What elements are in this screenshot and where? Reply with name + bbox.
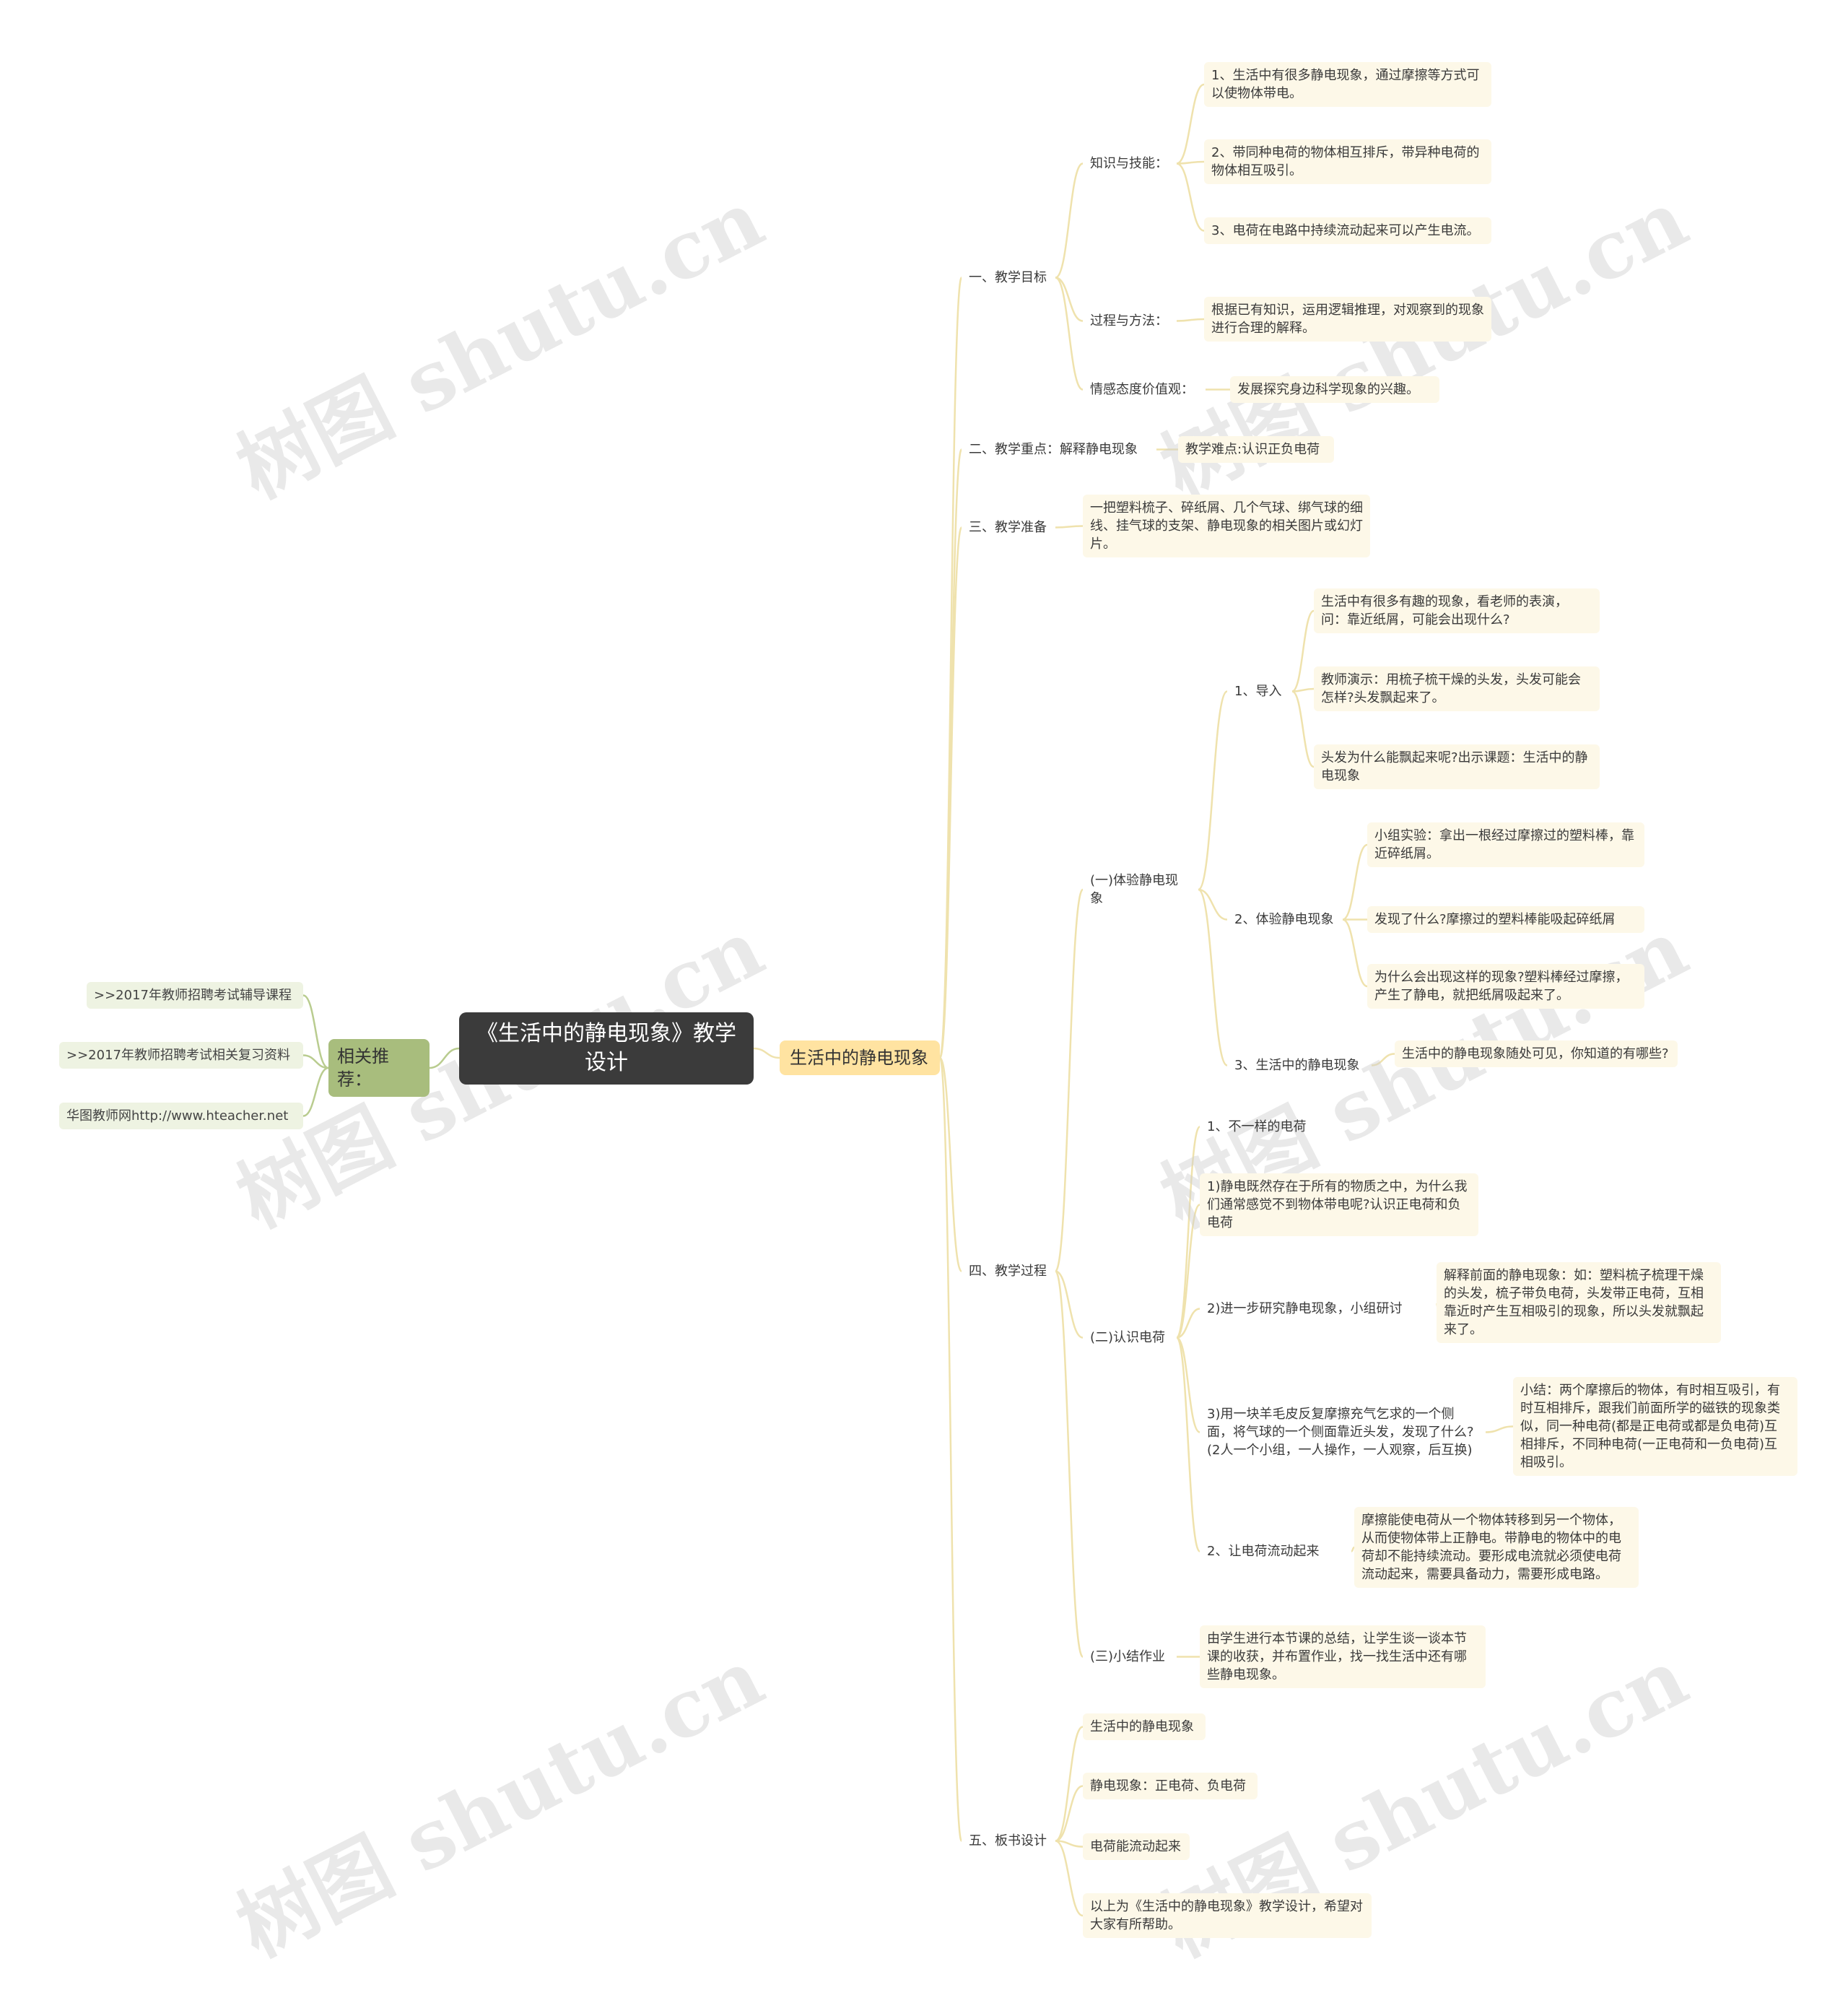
- charge-step[interactable]: 3)用一块羊毛皮反复摩擦充气乞求的一个侧面，将气球的一个侧面靠近头发，发现了什么…: [1207, 1407, 1474, 1458]
- step-intro[interactable]: 1、导入: [1234, 684, 1282, 699]
- connector-line: [302, 994, 329, 1069]
- charge-detail[interactable]: 摩擦能使电荷从一个物体转移到另一个物体，从而使物体带上正静电。带静电的物体中的电…: [1354, 1507, 1639, 1588]
- connector-line: [1197, 690, 1229, 891]
- section-preparation[interactable]: 三、教学准备: [969, 520, 1047, 535]
- connector-line: [1055, 1785, 1084, 1842]
- emotion-item[interactable]: 发展探究身边科学现象的兴趣。: [1230, 376, 1439, 403]
- charge-detail[interactable]: 解释前面的静电现象：如：塑料梳子梳理干燥的头发，梳子带负电荷，头发带正电荷，互相…: [1437, 1262, 1721, 1343]
- connector-line: [1291, 609, 1315, 692]
- connector-line: [1055, 525, 1084, 529]
- process-item[interactable]: 根据已有知识，运用逻辑推理，对观察到的现象进行合理的解释。: [1204, 297, 1491, 342]
- charge-step[interactable]: 1)静电既然存在于所有的物质之中，为什么我们通常感觉不到物体带电呢?认识正电荷和…: [1200, 1173, 1478, 1236]
- recommend-link[interactable]: 华图教师网http://www.hteacher.net: [59, 1103, 303, 1129]
- connector-line: [938, 1056, 963, 1272]
- connector-line: [1055, 1270, 1084, 1339]
- connector-line: [302, 1054, 329, 1069]
- intro-item[interactable]: 教师演示：用梳子梳干燥的头发，头发可能会怎样?头发飘起来了。: [1314, 666, 1600, 711]
- charge-step[interactable]: 2、让电荷流动起来: [1207, 1544, 1320, 1559]
- connector-line: [1176, 160, 1205, 165]
- connector-line: [1291, 687, 1315, 692]
- goal-emotion[interactable]: 情感态度价值观：: [1090, 382, 1194, 397]
- connector-line: [1054, 1270, 1084, 1658]
- connector-line: [1176, 162, 1205, 232]
- connector-line: [1055, 162, 1084, 279]
- board-item[interactable]: 电荷能流动起来: [1083, 1833, 1190, 1860]
- board-item[interactable]: 生活中的静电现象: [1083, 1713, 1206, 1740]
- connector-line: [1342, 843, 1368, 921]
- board-item[interactable]: 静电现象：正电荷、负电荷: [1083, 1773, 1258, 1799]
- goal-knowledge[interactable]: 知识与技能：: [1090, 156, 1168, 171]
- connector-line: [1055, 1840, 1084, 1917]
- knowledge-item[interactable]: 2、带同种电荷的物体相互排斥，带异种电荷的物体相互吸引。: [1204, 139, 1491, 184]
- connector-line: [1175, 1126, 1201, 1339]
- section-process[interactable]: 四、教学过程: [969, 1264, 1047, 1279]
- experience-item[interactable]: 为什么会出现这样的现象?塑料棒经过摩擦，产生了静电，就把纸屑吸起来了。: [1367, 964, 1644, 1009]
- connector-line: [1176, 1308, 1200, 1339]
- root-node[interactable]: 《生活中的静电现象》教学设计: [459, 1012, 754, 1085]
- knowledge-item[interactable]: 1、生活中有很多静电现象，通过摩擦等方式可以使物体带电。: [1204, 62, 1491, 107]
- connector-line: [938, 526, 963, 1059]
- connector-line: [1055, 277, 1084, 391]
- preparation-item[interactable]: 一把塑料梳子、碎纸屑、几个气球、绑气球的细线、挂气球的支架、静电现象的相关图片或…: [1083, 495, 1370, 557]
- phase-summary[interactable]: (三)小结作业: [1090, 1649, 1166, 1664]
- connector-line: [302, 1066, 329, 1117]
- connector-line: [1351, 1546, 1355, 1552]
- connector-line: [1175, 1337, 1201, 1552]
- connector-line: [1055, 277, 1084, 322]
- main-topic-node[interactable]: 生活中的静电现象: [780, 1040, 940, 1075]
- connector-line: [1485, 1425, 1514, 1433]
- experience-item[interactable]: 发现了什么?摩擦过的塑料棒能吸起碎纸屑: [1367, 906, 1644, 933]
- connector-line: [1198, 888, 1228, 1066]
- life-item[interactable]: 生活中的静电现象随处可见，你知道的有哪些?: [1395, 1040, 1678, 1067]
- connector-line: [938, 277, 963, 1059]
- section-board[interactable]: 五、板书设计: [969, 1833, 1047, 1848]
- section-goals[interactable]: 一、教学目标: [969, 270, 1047, 285]
- summary-item[interactable]: 由学生进行本节课的总结，让学生谈一谈本节课的收获，并布置作业，找一找生活中还有哪…: [1200, 1625, 1486, 1688]
- charge-detail[interactable]: 小结：两个摩擦后的物体，有时相互吸引，有时互相排斥，跟我们前面所学的磁铁的现象类…: [1513, 1377, 1797, 1476]
- step-life[interactable]: 3、生活中的静电现象: [1234, 1058, 1360, 1073]
- knowledge-item[interactable]: 3、电荷在电路中持续流动起来可以产生电流。: [1204, 217, 1491, 244]
- connector-line: [1371, 1053, 1395, 1066]
- connector-line: [1176, 318, 1205, 322]
- goal-process[interactable]: 过程与方法：: [1090, 313, 1168, 329]
- phase-experience[interactable]: (一)体验静电现象: [1090, 873, 1179, 906]
- connector-line: [938, 1056, 963, 1842]
- section-keypoint[interactable]: 二、教学重点：解释静电现象: [969, 442, 1138, 457]
- connector-line: [1198, 888, 1228, 921]
- experience-item[interactable]: 小组实验：拿出一根经过摩擦过的塑料棒，靠近碎纸屑。: [1367, 822, 1644, 867]
- recommend-link[interactable]: >>2017年教师招聘考试辅导课程: [87, 982, 303, 1009]
- recommend-link[interactable]: >>2017年教师招聘考试相关复习资料: [59, 1042, 303, 1069]
- difficulty-item[interactable]: 教学难点:认识正负电荷: [1178, 436, 1334, 463]
- step-experience[interactable]: 2、体验静电现象: [1234, 912, 1334, 927]
- charge-step[interactable]: 2)进一步研究静电现象，小组研讨: [1207, 1301, 1403, 1316]
- charge-step[interactable]: 1、不一样的电荷: [1207, 1119, 1307, 1134]
- connector-line: [1055, 1840, 1084, 1848]
- connector-line: [1055, 1726, 1084, 1842]
- phase-charges[interactable]: (二)认识电荷: [1090, 1330, 1166, 1345]
- connector-line: [1342, 918, 1368, 988]
- connector-line: [1176, 1337, 1200, 1433]
- recommend-node[interactable]: 相关推荐：: [328, 1039, 430, 1097]
- connector-line: [1175, 1204, 1201, 1339]
- intro-item[interactable]: 生活中有很多有趣的现象，看老师的表演，问：靠近纸屑，可能会出现什么?: [1314, 588, 1600, 633]
- connector-line: [429, 1047, 460, 1069]
- intro-item[interactable]: 头发为什么能飘起来呢?出示课题：生活中的静电现象: [1314, 744, 1600, 789]
- connector-line: [1054, 888, 1084, 1272]
- board-item[interactable]: 以上为《生活中的静电现象》教学设计，希望对大家有所帮助。: [1083, 1893, 1372, 1938]
- connector-line: [1176, 83, 1205, 165]
- connector-line: [753, 1047, 780, 1059]
- connector-line: [1291, 690, 1315, 768]
